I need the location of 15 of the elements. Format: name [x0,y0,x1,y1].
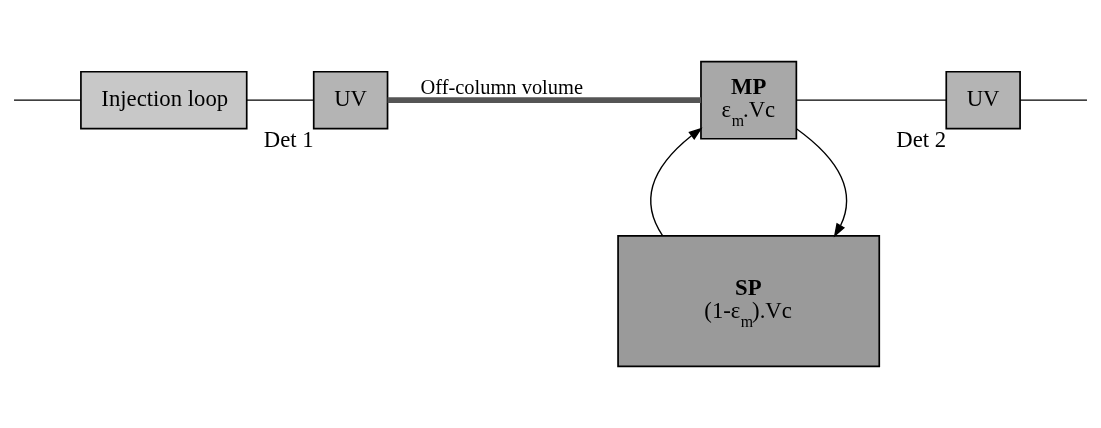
connector [1019,99,1088,101]
connector [796,99,947,101]
arrow [650,127,703,237]
connector [387,97,701,103]
connector [246,99,315,101]
edge-label: Off-column volume [420,75,583,98]
node-box: SP (1-ε$_{m}$).Vc [617,235,881,368]
connector [13,99,82,101]
node-box: MP ε$_{m}$.Vc [700,60,798,140]
arrow [795,128,848,238]
node-label: Det 1 [263,126,314,152]
node-box: UV [312,70,389,130]
node-label: Det 2 [896,126,947,152]
node-box: Injection loop [80,70,248,130]
node-box: UV [945,70,1021,130]
